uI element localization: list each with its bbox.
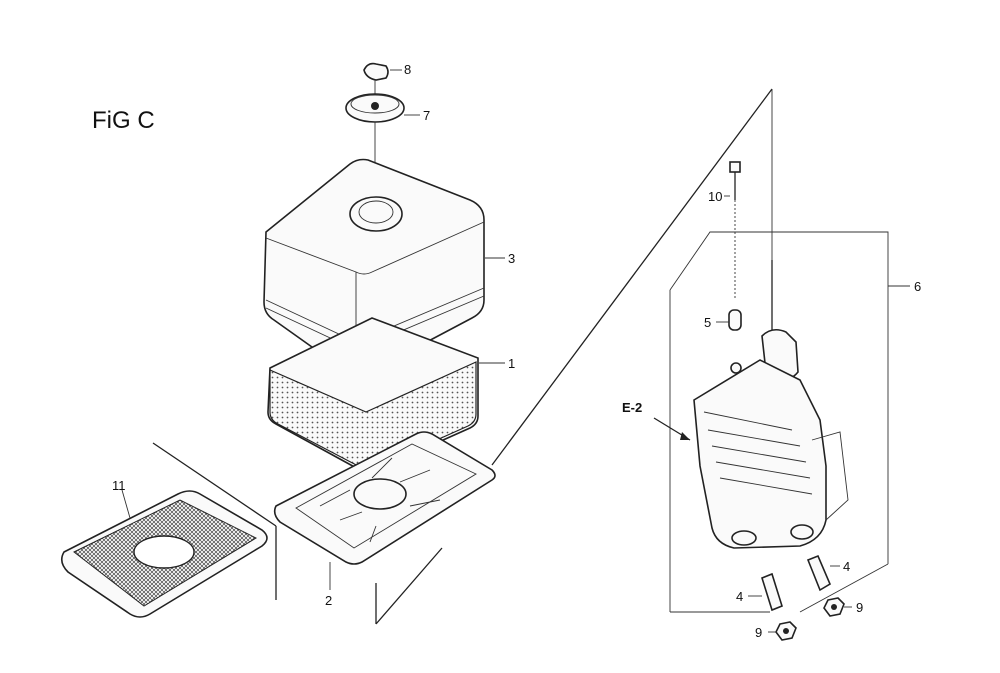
callout-1: 1: [508, 356, 515, 371]
part-washer: [345, 93, 420, 200]
callout-e2: E-2: [622, 400, 642, 415]
part-elbow-assembly: [669, 231, 910, 613]
callout-4-right: 4: [843, 559, 850, 574]
callout-4-left: 4: [736, 589, 743, 604]
part-pre-filter: [60, 489, 268, 618]
callout-9-right: 9: [856, 600, 863, 615]
part-cover: [263, 158, 505, 377]
part-base: [273, 431, 496, 590]
callout-6: 6: [914, 279, 921, 294]
callout-11: 11: [112, 478, 126, 493]
part-collar-right: [806, 554, 840, 592]
part-nut-left: [768, 621, 797, 641]
part-grommet: [716, 309, 742, 331]
callout-2: 2: [325, 593, 332, 608]
callout-5: 5: [704, 315, 711, 330]
part-bolt: [724, 161, 741, 300]
part-wing-nut: [363, 62, 402, 94]
ref-arrow: [653, 417, 691, 441]
callout-7: 7: [423, 108, 430, 123]
callout-3: 3: [508, 251, 515, 266]
callout-10: 10: [708, 189, 722, 204]
part-collar-left: [748, 572, 783, 612]
separator-lines: [152, 88, 773, 625]
part-nut-right: [823, 597, 852, 617]
callout-8: 8: [404, 62, 411, 77]
callout-9-left: 9: [755, 625, 762, 640]
figure-title: FiG C: [92, 107, 155, 134]
